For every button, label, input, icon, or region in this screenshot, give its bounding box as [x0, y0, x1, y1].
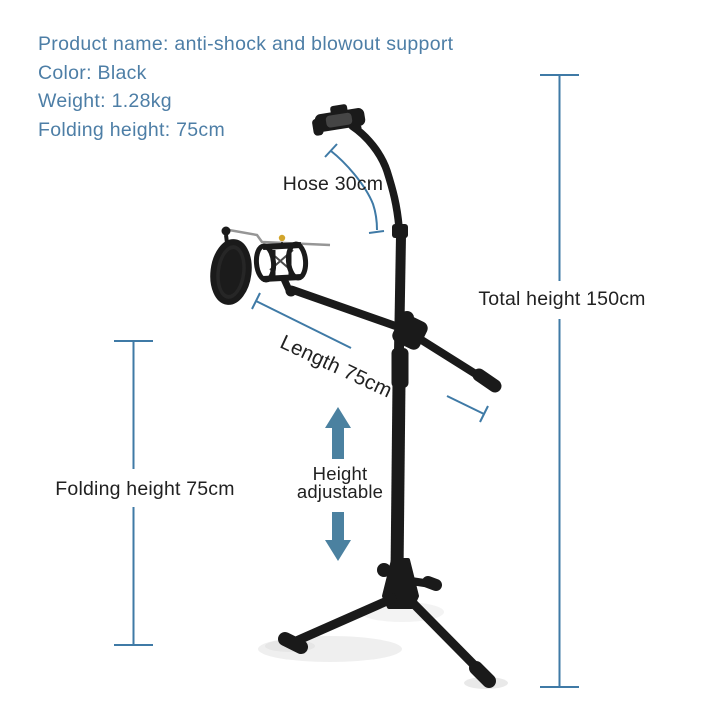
dimension-folding-height	[114, 340, 153, 646]
back-leg-foot	[422, 576, 442, 591]
hose-length-label: Hose 30cm	[282, 173, 384, 195]
gooseneck-hose	[348, 122, 403, 231]
height-adjustable-label: Height adjustable	[265, 465, 415, 500]
left-leg	[292, 592, 398, 647]
product-info-panel: Product name: anti-shock and blowout sup…	[38, 30, 453, 145]
info-weight: Weight: 1.28kg	[38, 90, 172, 113]
dimension-total-height	[540, 74, 579, 688]
holder-joint	[352, 123, 362, 133]
left-leg-foot	[278, 632, 308, 654]
boom-arm-left	[289, 286, 408, 333]
arrow-up-icon	[325, 407, 351, 459]
right-leg	[401, 591, 485, 676]
height-adjustable-line1: Height	[312, 463, 368, 484]
mic-stand	[210, 104, 502, 688]
dimension-boom-length	[251, 292, 489, 423]
phone-holder	[312, 104, 366, 136]
dimension-hose-arc	[324, 143, 385, 234]
screw-accent	[278, 234, 286, 242]
info-folding-height: Folding height: 75cm	[38, 119, 226, 142]
arrow-down-icon	[325, 512, 351, 561]
pop-filter	[210, 226, 252, 305]
height-adjust-arrows	[325, 407, 351, 561]
boom-clamp	[392, 311, 428, 350]
height-lock-collar	[391, 348, 409, 388]
boom-end-cap	[472, 368, 502, 393]
info-color: Color: Black	[38, 61, 147, 84]
total-height-label: Total height 150cm	[478, 288, 646, 310]
shock-mount	[253, 234, 309, 297]
height-adjustable-line2: adjustable	[296, 480, 384, 502]
right-leg-foot	[469, 661, 496, 688]
tripod-base	[278, 558, 496, 688]
folding-height-label: Folding height 75cm	[55, 478, 235, 500]
lower-pole	[390, 381, 406, 575]
info-product-name: Product name: anti-shock and blowout sup…	[38, 33, 454, 55]
base-knob	[377, 563, 391, 577]
hose-connector	[392, 224, 408, 238]
